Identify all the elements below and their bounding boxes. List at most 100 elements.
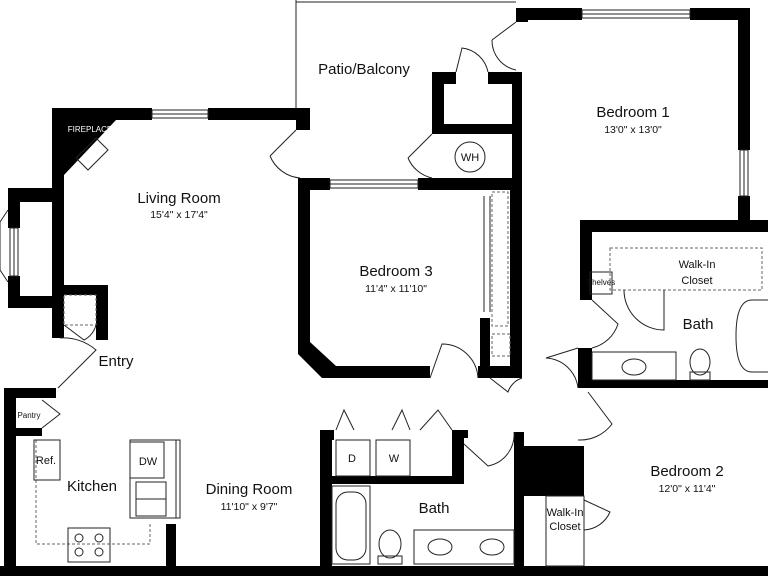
walkin-upper-line1: Walk-In [679, 259, 716, 271]
door-entry [57, 337, 97, 389]
wall-bed2-stub [756, 220, 768, 232]
pantry-label: Pantry [17, 411, 40, 420]
wall-laundry-right [452, 430, 464, 484]
wall-laundry-top-right [452, 430, 468, 438]
tub-right [735, 299, 768, 373]
dryer-box [335, 439, 371, 477]
living-room-dims: 15'4" x 17'4" [150, 209, 208, 221]
door-bath-right [545, 347, 579, 389]
wall-wh-mid [432, 124, 522, 134]
wall-living-top-right [208, 108, 310, 120]
wall-bed1-bottom [580, 220, 768, 232]
wall-closet-block [522, 446, 584, 496]
wall-kitchen-left [4, 388, 16, 566]
wall-bed3-bottom [322, 366, 430, 378]
living-room-label: Living Room [137, 190, 220, 207]
door-bed1 [491, 21, 517, 71]
bedroom1-dims: 13'0" x 13'0" [604, 124, 662, 136]
door-laundry-c [419, 409, 453, 431]
walls [0, 8, 768, 576]
wall-bed3-closet-div [480, 318, 490, 378]
wall-laundry-bottom [320, 476, 462, 484]
fireplace-corner [52, 108, 116, 175]
bedroom3-label: Bedroom 3 [359, 263, 432, 280]
wall-bath-right-bottom [590, 380, 768, 388]
range [67, 527, 111, 563]
dining-room-label: Dining Room [206, 481, 293, 498]
wall-bed3-left [298, 178, 310, 350]
wall-wh-top [432, 72, 456, 84]
kitchen-label: Kitchen [67, 478, 117, 495]
wall-bath-center-right [514, 432, 524, 566]
wall-laundry-left [320, 430, 332, 566]
wall-kitchen-top [4, 388, 56, 398]
door-patio [269, 129, 301, 179]
wall-patio-bottom-left [296, 108, 310, 130]
door-bed3 [429, 343, 479, 379]
door-laundry-b [391, 408, 411, 431]
wall-bay-top [8, 188, 64, 202]
bath-center-label: Bath [419, 500, 450, 517]
toilet-right [689, 348, 711, 376]
bedroom3-dims: 11'4" x 11'10" [365, 283, 427, 295]
wall-entry-closet-right [96, 285, 108, 340]
wall-bath-right-div [578, 348, 592, 388]
wall-dining-right [166, 524, 176, 566]
tub-center [331, 485, 371, 565]
wall-bed3-right [510, 178, 522, 378]
vanity-right [591, 351, 677, 381]
fireplace-hearth [75, 137, 109, 171]
wall-bay-bottom [8, 296, 64, 308]
wall-pantry-bottom [16, 428, 42, 436]
wall-entry-closet-top [52, 285, 108, 295]
wall-living-left [52, 108, 64, 338]
water-heater [454, 141, 486, 173]
door-hall-top [455, 47, 489, 73]
door-walkin-inner [623, 289, 665, 331]
door-bed3-closet [489, 377, 523, 393]
wall-bed1-right [738, 8, 750, 150]
door-entry-closet [63, 324, 97, 341]
bath-right-label: Bath [683, 316, 714, 333]
wall-walkin-left [580, 220, 592, 300]
toilet-center [378, 529, 402, 559]
doors [41, 21, 665, 531]
wall-bottom [0, 566, 768, 576]
sink-center-a [427, 538, 453, 556]
vanity-center [413, 529, 515, 565]
bedroom2-label: Bedroom 2 [650, 463, 723, 480]
wall-bath-center-topright [514, 432, 522, 446]
wall-bed1-top-left [516, 8, 582, 20]
door-wh [407, 133, 433, 179]
bedroom1-label: Bedroom 1 [596, 104, 669, 121]
walkin-upper-line2: Closet [681, 275, 712, 287]
dining-room-dims: 11'10" x 9'7" [221, 501, 278, 513]
windows [9, 9, 749, 277]
dryer-label: D [348, 453, 356, 465]
water-heater-label: WH [461, 152, 479, 164]
patio-label: Patio/Balcony [318, 61, 410, 78]
door-bath-center [463, 431, 515, 467]
sink-center-b [479, 538, 505, 556]
wall-bay-left [8, 188, 20, 228]
refrigerator-box [33, 439, 61, 481]
door-walkin-upper [591, 299, 619, 349]
sink-right [621, 358, 647, 376]
shelves-label: Shelves [587, 278, 615, 287]
entry-label: Entry [98, 353, 134, 370]
wall-wh-left [432, 72, 444, 134]
door-bed2 [577, 391, 613, 441]
bedroom2-dims: 12'0" x 11'4" [659, 483, 716, 495]
dw-label: DW [139, 456, 158, 468]
wall-bed3-top-right [418, 178, 522, 190]
dishwasher-box [129, 441, 165, 479]
door-laundry-a [335, 408, 355, 431]
wall-bed1-right-low [738, 196, 750, 220]
walkin-lower-line1: Walk-In [547, 507, 584, 519]
wall-hall-vert [512, 72, 522, 190]
washer-label: W [389, 453, 400, 465]
wall-bed1-top-right [690, 8, 750, 20]
door-walkin-lower [583, 499, 611, 531]
